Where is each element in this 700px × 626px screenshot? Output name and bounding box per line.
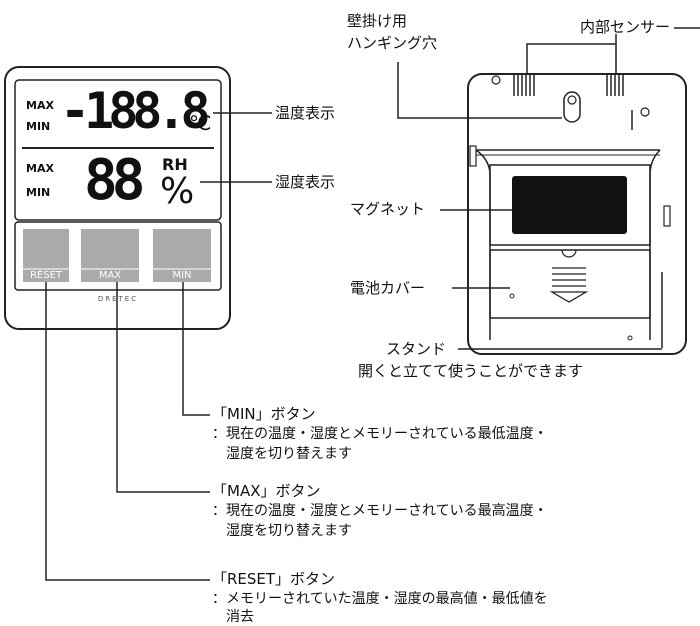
percent-label: % bbox=[160, 171, 195, 212]
reset-button-desc-1: ：メモリーされていた温度・湿度の最高値・最低値を bbox=[212, 591, 548, 607]
battery-cover-label: 電池カバー bbox=[350, 279, 426, 297]
lcd-max-label-hum: MAX bbox=[26, 162, 54, 175]
reset-button-label[interactable]: RESET bbox=[29, 270, 63, 281]
reset-button-title: 「RESET」ボタン bbox=[212, 570, 336, 588]
max-button-title: 「MAX」ボタン bbox=[212, 482, 321, 500]
magnet bbox=[512, 176, 627, 234]
temperature-unit: ℃ bbox=[189, 111, 212, 135]
stand-label: スタンド bbox=[386, 340, 447, 358]
min-button-title: 「MIN」ボタン bbox=[212, 405, 316, 423]
min-button-label[interactable]: MIN bbox=[172, 270, 192, 281]
hanging-hole-label-2: ハンギング穴 bbox=[347, 34, 438, 52]
battery-cover bbox=[489, 249, 651, 319]
min-button-desc-2: 湿度を切り替えます bbox=[226, 446, 352, 462]
max-button-desc-2: 湿度を切り替えます bbox=[226, 523, 352, 539]
min-button bbox=[153, 229, 211, 282]
magnet-label: マグネット bbox=[350, 200, 426, 218]
humidity-readout: 88 bbox=[84, 148, 145, 213]
magnet-frame bbox=[489, 164, 651, 246]
reset-button bbox=[23, 229, 69, 282]
hanging-hole bbox=[563, 91, 581, 123]
front-lcd bbox=[14, 79, 222, 221]
temp-display-label: 温度表示 bbox=[275, 104, 336, 122]
brand-logo: DRETEC bbox=[97, 295, 139, 303]
min-button-desc-1: ：現在の温度・湿度とメモリーされている最低温度・ bbox=[212, 426, 548, 442]
stand-description: 開くと立てて使うことができます bbox=[358, 362, 584, 380]
lcd-max-label-temp: MAX bbox=[26, 99, 54, 112]
hanging-hole-label-1: 壁掛け用 bbox=[347, 12, 408, 30]
hum-display-label: 湿度表示 bbox=[275, 173, 336, 191]
reset-button-desc-2: 消去 bbox=[226, 609, 254, 625]
temperature-readout: -188.8 bbox=[60, 82, 211, 140]
max-button bbox=[81, 229, 139, 282]
sensor-label: 内部センサー bbox=[580, 18, 671, 36]
lcd-min-label-hum: MIN bbox=[26, 186, 51, 199]
rh-label: RH bbox=[162, 155, 188, 174]
lcd-min-label-temp: MIN bbox=[26, 120, 51, 133]
max-button-desc-1: ：現在の温度・湿度とメモリーされている最高温度・ bbox=[212, 503, 548, 519]
max-button-label[interactable]: MAX bbox=[98, 270, 122, 281]
